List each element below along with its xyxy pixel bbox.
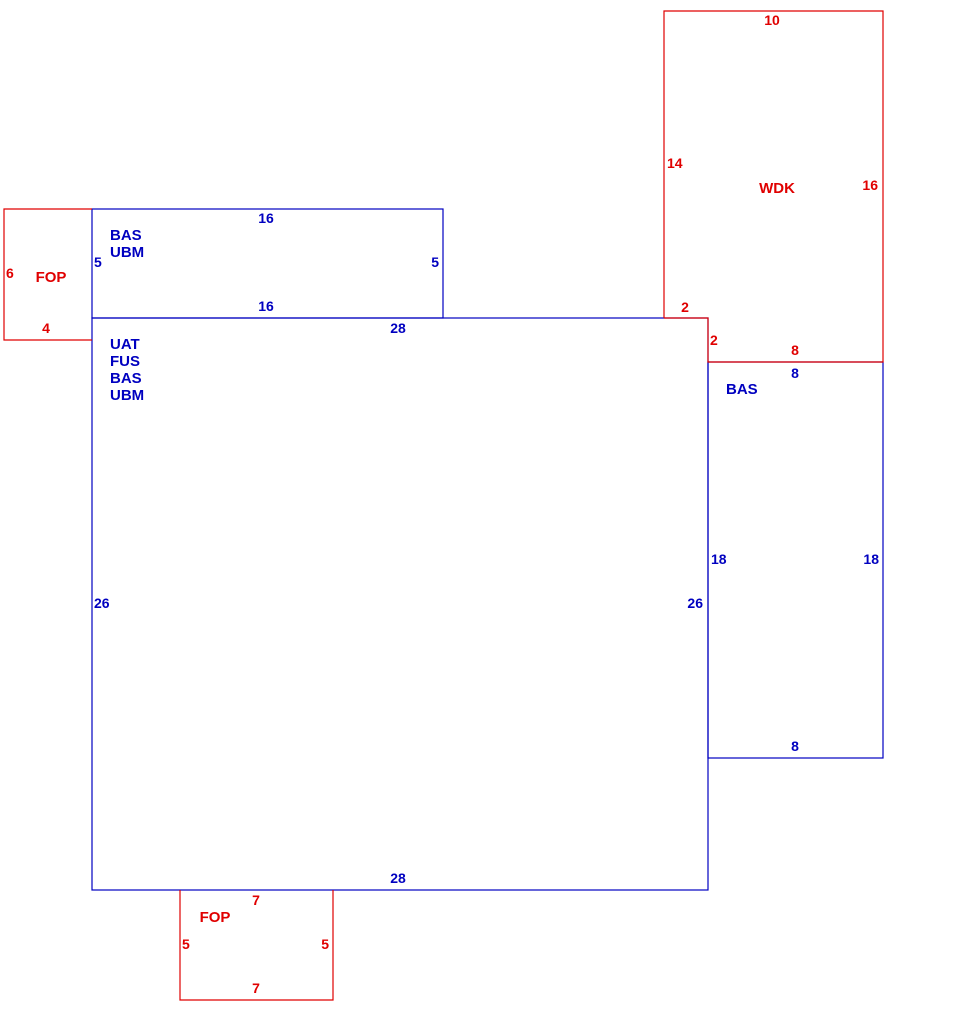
main-area-code-4: UBM (110, 387, 144, 404)
porch-left-outline (3, 208, 92, 341)
right-addition-dim-right: 18 (863, 551, 879, 567)
main-area-code-2: FUS (110, 353, 140, 370)
porch-left-dim-left: 6 (6, 265, 14, 281)
main-area-outline (91, 317, 709, 891)
right-addition: BAS 8 8 18 18 (707, 361, 884, 759)
upper-addition-code-1: BAS (110, 227, 142, 244)
porch-bottom: FOP 7 7 5 5 (179, 890, 334, 1001)
deck-dim-right: 16 (862, 177, 878, 193)
porch-bottom-outline (179, 890, 334, 1001)
deck-outline (663, 10, 884, 363)
deck-code: WDK (759, 180, 795, 197)
porch-bottom-dim-bottom: 7 (252, 980, 260, 996)
right-addition-dim-left: 18 (711, 551, 727, 567)
main-area-code-1: UAT (110, 336, 140, 353)
main-area-dim-bottom: 28 (390, 870, 406, 886)
deck: WDK 10 14 16 2 2 8 (663, 10, 884, 363)
upper-addition-dim-top: 16 (258, 210, 274, 226)
right-addition-code-1: BAS (726, 381, 758, 398)
deck-dim-bottom: 8 (791, 342, 799, 358)
right-addition-outline (707, 361, 884, 759)
porch-bottom-code: FOP (200, 909, 231, 926)
main-area: UAT FUS BAS UBM 28 28 26 26 (91, 317, 709, 891)
upper-addition-dim-left: 5 (94, 254, 102, 270)
main-area-code-3: BAS (110, 370, 142, 387)
porch-bottom-dim-right: 5 (321, 936, 329, 952)
porch-left-code: FOP (36, 269, 67, 286)
upper-addition-outline (91, 208, 444, 319)
deck-dim-step-vertical: 2 (710, 332, 718, 348)
porch-bottom-dim-top: 7 (252, 892, 260, 908)
right-addition-dim-top: 8 (791, 365, 799, 381)
main-area-dim-right: 26 (687, 595, 703, 611)
upper-addition-dim-bottom: 16 (258, 298, 274, 314)
main-area-dim-left: 26 (94, 595, 110, 611)
deck-dim-step-horizontal: 2 (681, 299, 689, 315)
porch-left-dim-bottom: 4 (42, 320, 50, 336)
upper-addition-dim-right: 5 (431, 254, 439, 270)
deck-dim-top: 10 (764, 12, 780, 28)
main-area-dim-top: 28 (390, 320, 406, 336)
upper-addition-code-2: UBM (110, 244, 144, 261)
deck-dim-left: 14 (667, 155, 683, 171)
porch-bottom-dim-left: 5 (182, 936, 190, 952)
upper-addition: BAS UBM 16 16 5 5 (91, 208, 444, 319)
right-addition-dim-bottom: 8 (791, 738, 799, 754)
porch-left: FOP 6 4 (3, 208, 92, 341)
